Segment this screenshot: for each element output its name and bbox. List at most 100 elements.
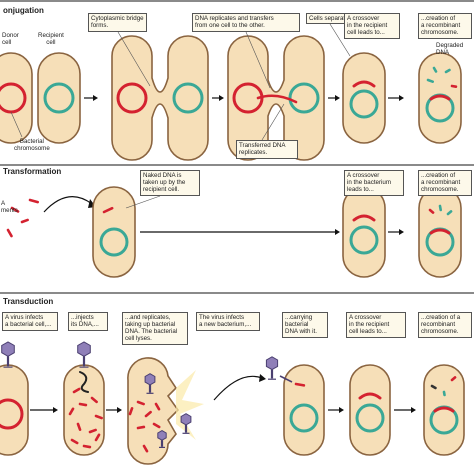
transformation-degraded-3 — [438, 204, 442, 212]
host-dna-fragment-4 — [68, 407, 75, 416]
phage-to-host-link — [279, 375, 293, 383]
crossover-donor-segment — [352, 80, 376, 88]
host-dna-fragment-7 — [88, 428, 97, 434]
phage-travel-curve — [213, 375, 263, 401]
free-dna-fragment-2 — [20, 218, 29, 224]
host-dna-fragment-3 — [78, 402, 88, 407]
section-divider-transformation — [0, 164, 474, 166]
bridged-recipient-chromosome — [172, 82, 204, 114]
progeny-phage-3-head — [157, 430, 167, 441]
lysed-dna-fragment-1 — [136, 400, 145, 406]
bacterial-chromosome-label: Bacterial chromosome — [14, 138, 50, 152]
infected-cell-chromosome — [0, 398, 24, 430]
injected-viral-dna — [79, 371, 89, 393]
donor-cell — [0, 52, 33, 144]
transduction-title: Transduction — [3, 297, 54, 306]
recipient-chromosome — [43, 82, 75, 114]
host-dna-fragment-10 — [82, 444, 92, 449]
transferred-dna-caption: Transferred DNA replicates. — [236, 140, 298, 159]
degraded-fragment-3 — [432, 66, 438, 73]
transformation-title: Transformation — [3, 167, 62, 176]
conjugation-caption-crossover: A crossover in the recipient cell leads … — [344, 13, 400, 39]
transformation-caption-recombinant: ...creation of a recombinant chromosome. — [418, 170, 472, 196]
crossover-chromosome — [349, 89, 379, 119]
new-host-chromosome — [289, 403, 319, 433]
transformation-arrow-2-head — [399, 229, 404, 235]
section-divider-transduction — [0, 292, 474, 294]
infecting-phage-head — [1, 341, 15, 357]
lysed-dna-fragment-4 — [136, 425, 146, 430]
host-dna-fragment-2 — [90, 396, 98, 404]
lysed-dna-fragment-2 — [144, 410, 152, 418]
host-dna-fragment-5 — [94, 414, 103, 420]
transduction-caption-infects: A virus infects a bacterial cell,... — [2, 312, 58, 331]
transduction-caption-recombinant: ...creation of a recombinant chromosome. — [418, 312, 472, 338]
transduction-crossover-chromosome — [355, 403, 385, 433]
lysing-cell — [127, 357, 180, 465]
recipient-cell-label: Recipient cell — [38, 32, 64, 46]
transformation-recombinant-cell — [418, 186, 462, 278]
conjugation-arrow-4-head — [399, 95, 404, 101]
transduction-arrow-3-head — [339, 407, 344, 413]
lysis-burst — [176, 370, 204, 440]
transformation-crossover-chromosome — [349, 225, 379, 255]
injected-cell — [63, 364, 105, 456]
uptake-caption-leader — [125, 195, 161, 209]
transduction-caption-crossover: A crossover in the recipient cell leads … — [346, 312, 406, 338]
lysed-dna-fragment-3 — [154, 402, 161, 411]
transformation-arrow-1-head — [335, 229, 340, 235]
injecting-phage-head — [77, 341, 91, 357]
degraded-fragment-4 — [450, 84, 458, 88]
taken-up-fragment — [102, 206, 114, 214]
transduction-arrow-4-head — [411, 407, 416, 413]
lysed-dna-fragment-7 — [128, 407, 134, 416]
transduction-caption-carrying: ...carrying bacterial DNA with it. — [282, 312, 328, 338]
uptake-arrow-curve — [43, 196, 93, 213]
transformation-chromosome — [99, 227, 129, 257]
free-dna-fragment-1 — [10, 206, 20, 213]
conjugation-arrow-2-head — [219, 95, 224, 101]
transduction-caption-new-host: The virus infects a new bacterium,... — [196, 312, 260, 331]
dna-fragments-label: A ments — [1, 200, 18, 214]
transduction-crossover-segment — [358, 392, 382, 400]
bridge-caption-leader — [117, 31, 151, 87]
bridged-donor-chromosome — [116, 82, 148, 114]
infected-cell — [0, 364, 29, 456]
conjugation-title: onjugation — [3, 6, 44, 15]
free-dna-fragment-4 — [28, 198, 40, 204]
transduction-degraded-2 — [450, 376, 457, 382]
degraded-fragment-2 — [444, 68, 451, 74]
transduction-degraded-3 — [442, 390, 446, 397]
free-dna-fragment-3 — [6, 228, 13, 238]
transducing-phage-head — [265, 356, 279, 371]
degraded-dna-label: Degraded DNA — [436, 42, 464, 56]
recombinant-insert — [429, 94, 451, 101]
conjugation-caption-recombinant: ...creation of a recombinant chromosome. — [418, 13, 472, 39]
transformation-degraded-2 — [446, 210, 453, 216]
transformation-degraded-1 — [428, 208, 435, 214]
section-divider-conjugation — [0, 0, 474, 2]
progeny-phage-2-head — [180, 413, 192, 426]
conjugation-caption-replicates: DNA replicates and transfers from one ce… — [192, 13, 300, 32]
transformation-caption-crossover: A crossover in the bacterium leads to... — [344, 170, 404, 196]
transformation-crossover-segment — [352, 214, 376, 222]
degraded-fragment-1 — [426, 78, 434, 84]
transduction-crossover-cell — [349, 364, 391, 456]
transduction-arrow-1-head — [53, 407, 58, 413]
new-host-cell — [283, 364, 325, 456]
lysed-dna-fragment-6 — [142, 444, 149, 453]
transduction-recombinant-insert — [433, 406, 455, 413]
recipient-cell — [37, 52, 81, 144]
progeny-phage-1-head — [144, 373, 156, 386]
separated-recipient-cell — [342, 52, 386, 144]
host-dna-fragment-6 — [76, 422, 82, 431]
transduction-degraded-1 — [430, 384, 437, 390]
transduction-arrow-2-head — [117, 407, 122, 413]
transformation-cell — [92, 186, 136, 278]
separate-caption-leader — [329, 23, 351, 57]
host-dna-fragment-8 — [70, 438, 79, 445]
bridged-cells — [111, 35, 209, 161]
conjugation-caption-bridge: Cytoplasmic bridge forms. — [88, 13, 147, 32]
